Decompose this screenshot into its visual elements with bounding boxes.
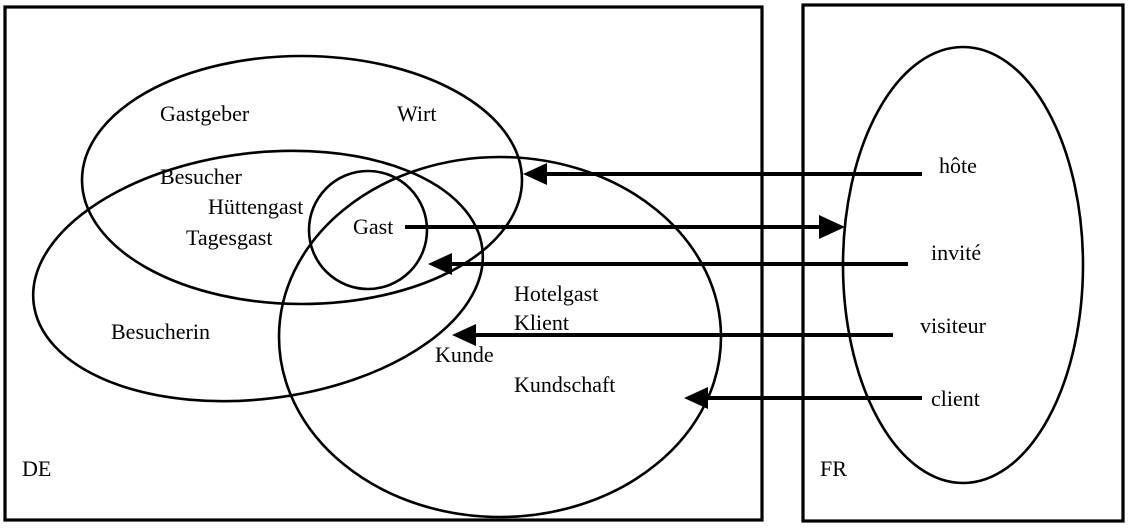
- word-tagesgast: Tagesgast: [186, 225, 272, 250]
- fr-label: FR: [820, 456, 847, 481]
- arrow-client-to-customer-set: [684, 387, 922, 409]
- word-hote: hôte: [939, 153, 977, 178]
- word-hotelgast: Hotelgast: [514, 281, 598, 306]
- word-wirt: Wirt: [397, 101, 436, 126]
- word-visiteur: visiteur: [920, 313, 987, 338]
- word-huettengast: Hüttengast: [208, 194, 303, 219]
- word-besucher: Besucher: [160, 164, 243, 189]
- word-gast: Gast: [353, 214, 393, 239]
- word-kunde: Kunde: [435, 342, 494, 367]
- word-invite: invité: [931, 240, 981, 265]
- arrow-invite-to-gast: [428, 253, 908, 275]
- de-label: DE: [22, 456, 51, 481]
- arrow-hote-to-host-set: [523, 163, 922, 185]
- arrow-gast-to-invite: [405, 215, 845, 239]
- host-set-ellipse: [80, 54, 524, 306]
- word-gastgeber: Gastgeber: [160, 101, 250, 126]
- word-besucherin: Besucherin: [111, 319, 210, 344]
- visitor-set-ellipse: [31, 149, 485, 403]
- word-client: client: [931, 386, 980, 411]
- gast-circle: [307, 169, 429, 291]
- arrow-visiteur-to-kunde: [452, 324, 893, 346]
- word-klient: Klient: [514, 310, 569, 335]
- word-kundschaft: Kundschaft: [514, 372, 615, 397]
